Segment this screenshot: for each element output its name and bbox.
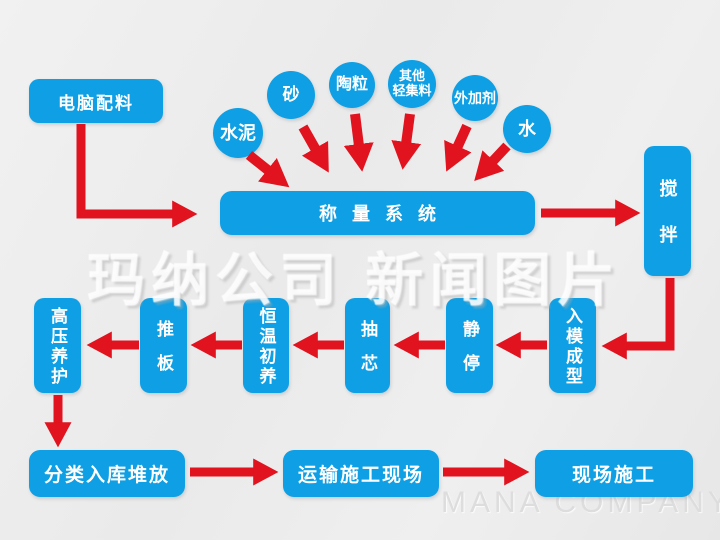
node-transport-to-site: 运输施工现场: [283, 450, 439, 497]
arrow-aggregate-to-weighing: [391, 113, 422, 170]
node-site-construction: 现场施工: [535, 450, 693, 497]
node-core-pulling: 抽芯: [345, 298, 390, 393]
arrow-sand-to-weighing: [298, 124, 329, 173]
node-static-rest: 静停: [446, 298, 493, 393]
node-material-ceramsite: 陶粒: [329, 62, 375, 108]
node-material-sand: 砂: [267, 71, 315, 119]
node-mold-forming: 入模成型: [549, 298, 596, 393]
node-classified-storage: 分类入库堆放: [29, 450, 185, 497]
node-material-water: 水: [503, 105, 551, 153]
arrow-water-to-weighing: [474, 142, 511, 181]
arrow-ceramsite-to-weighing: [343, 113, 374, 172]
node-constant-temp-initial-curing: 恒温初养: [243, 298, 289, 393]
node-static-rest-label: 静停: [460, 320, 479, 388]
arrow-admixture-to-weighing: [444, 123, 472, 172]
node-computer-batching: 电脑配料: [29, 79, 163, 123]
arrow-mixing-to-mold-forming: [601, 278, 675, 360]
node-push-plate: 推板: [140, 298, 187, 393]
node-mixing-label: 搅拌: [657, 179, 678, 271]
node-material-cement: 水泥: [213, 108, 263, 158]
node-autoclave-curing-label: 高压养护: [48, 307, 67, 387]
arrow-batching-to-weighing: [76, 124, 198, 228]
node-weighing-system: 称量系统: [220, 191, 535, 235]
node-core-pulling-label: 抽芯: [358, 320, 377, 388]
node-material-admixture: 外加剂: [452, 75, 498, 121]
node-autoclave-curing: 高压养护: [34, 298, 81, 393]
node-material-other-lightweight-aggregate: 其他 轻集料: [388, 60, 436, 108]
node-mold-forming-label: 入模成型: [563, 307, 582, 387]
node-push-plate-label: 推板: [154, 320, 173, 388]
node-constant-temp-initial-curing-label: 恒温初养: [256, 307, 276, 387]
node-mixing: 搅拌: [644, 146, 691, 276]
arrow-cement-to-weighing: [245, 151, 290, 188]
